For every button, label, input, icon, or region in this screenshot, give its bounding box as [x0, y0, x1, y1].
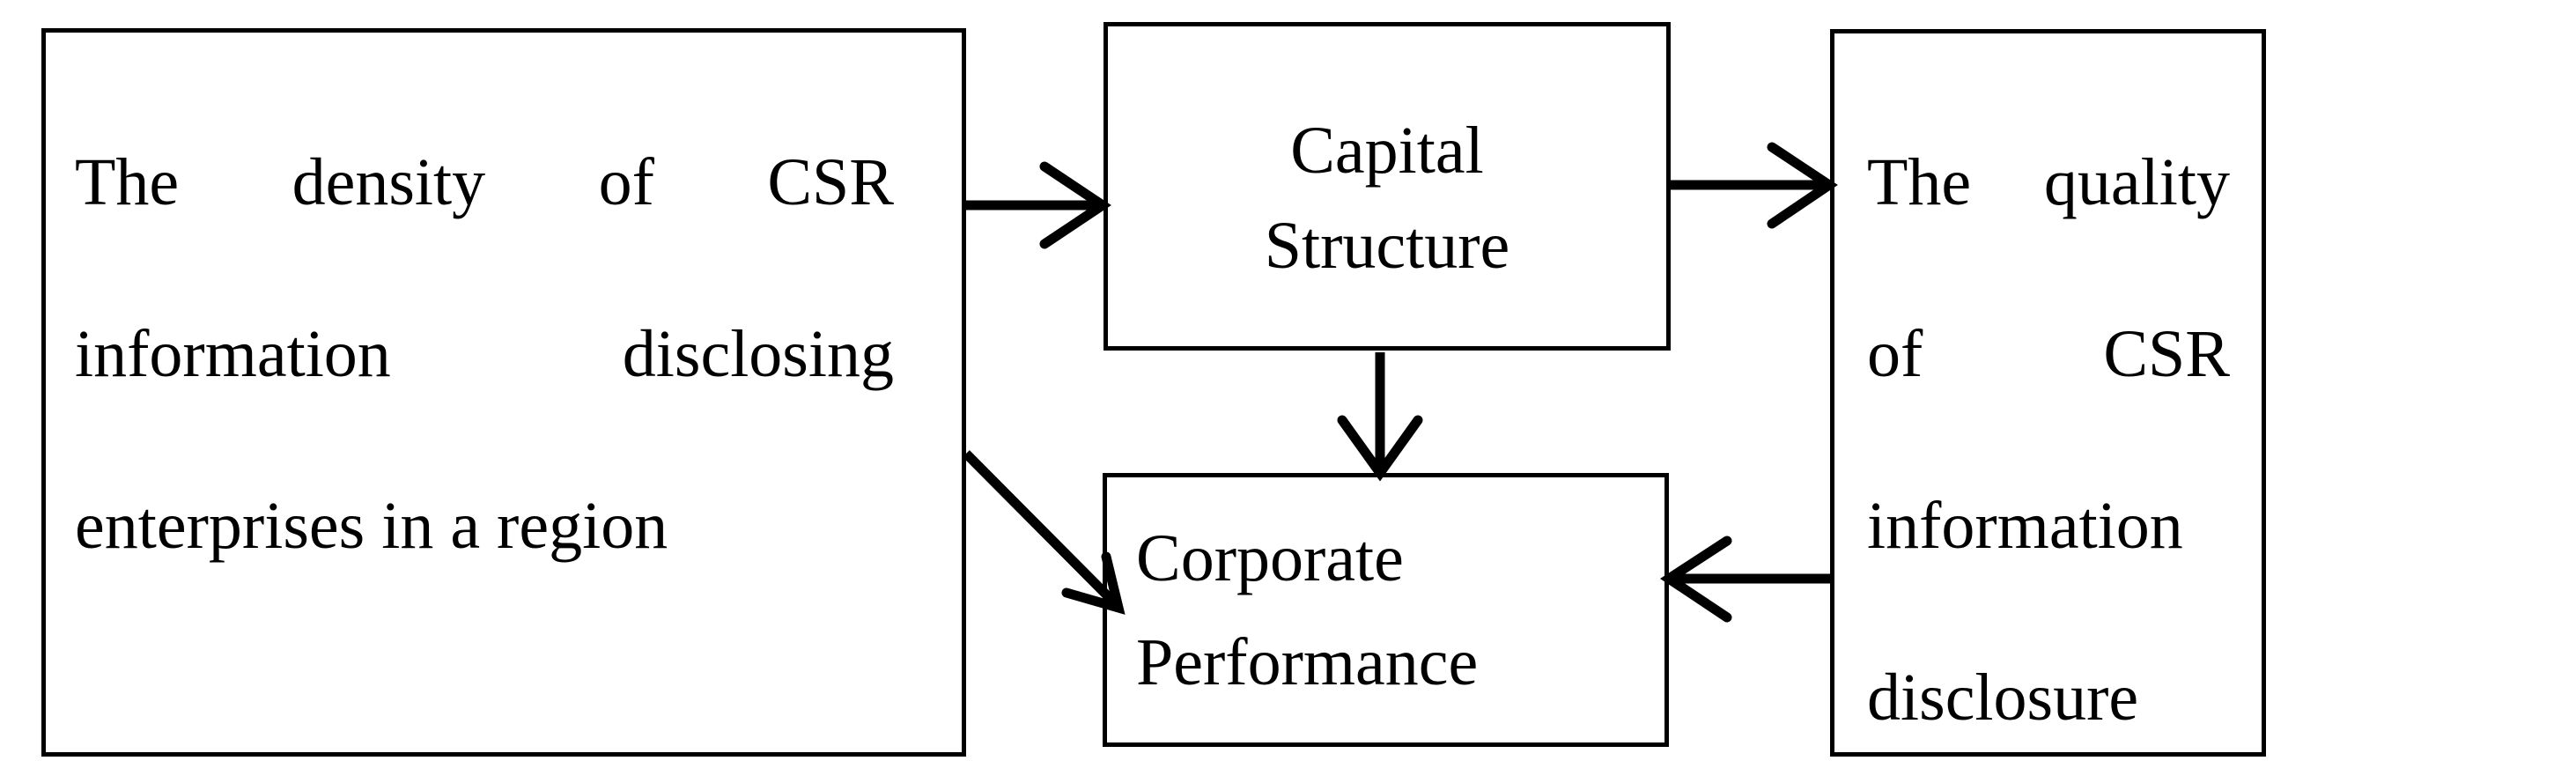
arrow-capital-structure-to-corporate-performance [1337, 352, 1423, 482]
node-label-corporate-performance: Corporate Performance [1111, 473, 1678, 747]
arrow-capital-structure-to-quality [1671, 142, 1838, 229]
node-box-quality[interactable] [1830, 29, 2266, 757]
node-label-corporate-performance-line2: Performance [1136, 624, 1479, 699]
node-label-capital-structure-line1: Capital [1290, 113, 1484, 188]
node-label-corporate-performance-line1: Corporate [1136, 521, 1404, 595]
node-label-quality: The quality of CSR information disclosur… [1867, 145, 2230, 735]
node-box-density[interactable] [41, 28, 966, 757]
arrow-density-to-capital-structure [966, 161, 1111, 249]
node-label-capital-structure-line2: Structure [1264, 208, 1510, 283]
node-label-capital-structure: Capital Structure [1103, 33, 1671, 362]
arrow-quality-to-corporate-performance [1660, 536, 1830, 623]
node-label-density: The density of CSR information disclosin… [75, 145, 894, 563]
arrow-density-to-corporate-performance [963, 450, 1126, 615]
